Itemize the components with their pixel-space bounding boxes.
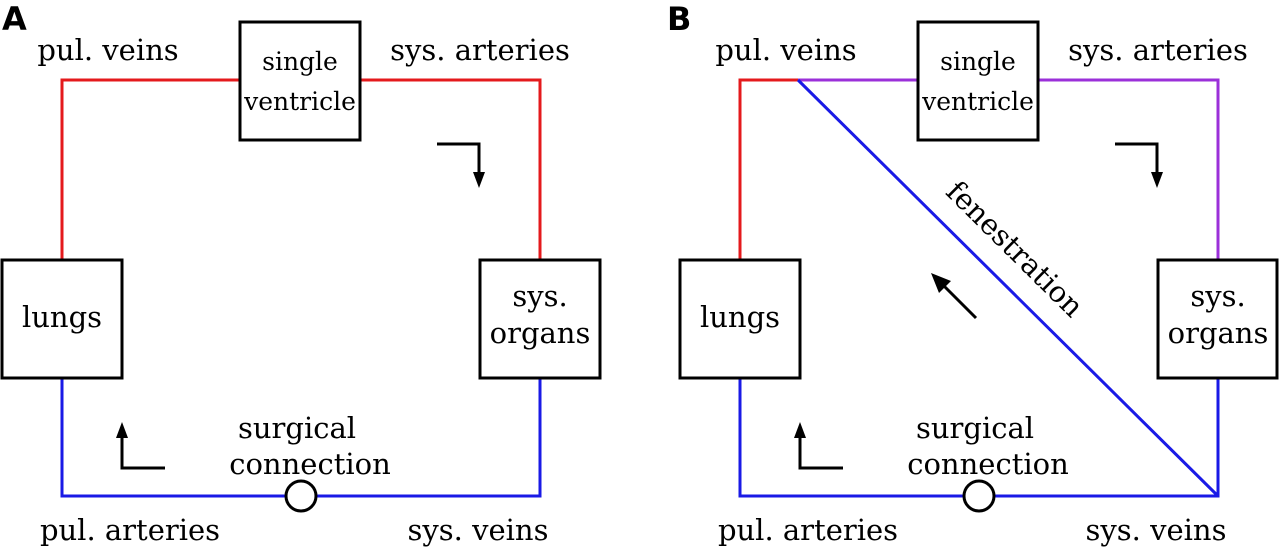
fenestration-label: fenestration: [940, 174, 1091, 324]
single-ventricle-label-line1: single: [940, 47, 1016, 76]
single-ventricle-label-line1: single: [262, 47, 338, 76]
panel-a: A single ventricle lungs sys. organs: [0, 0, 602, 547]
pul-veins-vessel: [738, 78, 798, 260]
flow-arrow-up-left: [116, 422, 165, 470]
panel-a-letter: A: [2, 0, 27, 38]
single-ventricle-label-line2: ventricle: [921, 87, 1034, 116]
pul-veins-label: pul. veins: [715, 33, 856, 67]
sys-organs-label-line1: sys.: [512, 279, 567, 313]
single-ventricle-box: single ventricle: [916, 20, 1040, 142]
surgical-connection-label-line2: connection: [907, 447, 1069, 481]
lungs-box: lungs: [678, 258, 802, 380]
lungs-label: lungs: [22, 300, 102, 334]
lungs-label: lungs: [700, 300, 780, 334]
sys-organs-box: sys. organs: [1156, 258, 1279, 380]
flow-arrow-down-right: [1115, 142, 1163, 188]
pul-arteries-label: pul. arteries: [40, 513, 220, 547]
pul-veins-vessel: [60, 78, 240, 260]
fenestration-vessel: [796, 78, 1220, 498]
sys-arteries-label: sys. arteries: [390, 33, 570, 67]
flow-arrow-down-right: [437, 142, 485, 188]
surgical-connection-node: [962, 479, 996, 513]
panel-b-letter: B: [667, 0, 691, 38]
sys-veins-label: sys. veins: [408, 513, 549, 547]
sys-veins-label: sys. veins: [1086, 513, 1227, 547]
surgical-connection-label-line1: surgical: [238, 411, 356, 445]
surgical-connection-label-line2: connection: [229, 447, 391, 481]
surgical-connection-label-line1: surgical: [916, 411, 1034, 445]
mixed-sys-arteries-vessel: [1038, 78, 1220, 260]
sys-arteries-vessel: [360, 78, 542, 260]
pul-veins-label: pul. veins: [37, 33, 178, 67]
sys-organs-label-line2: organs: [490, 316, 591, 350]
sys-arteries-label: sys. arteries: [1068, 33, 1248, 67]
single-ventricle-label-line2: ventricle: [243, 87, 356, 116]
sys-organs-label-line2: organs: [1168, 316, 1269, 350]
flow-arrow-up-left: [794, 422, 843, 470]
sys-organs-label-line1: sys.: [1190, 279, 1245, 313]
pul-arteries-label: pul. arteries: [718, 513, 898, 547]
surgical-connection-node: [284, 479, 318, 513]
fenestration-flow-arrow: [931, 273, 978, 320]
single-ventricle-box: single ventricle: [238, 20, 362, 142]
panel-b: B single ventricle lungs sys. organs: [667, 0, 1279, 547]
lungs-box: lungs: [0, 258, 124, 380]
sys-organs-box: sys. organs: [478, 258, 602, 380]
